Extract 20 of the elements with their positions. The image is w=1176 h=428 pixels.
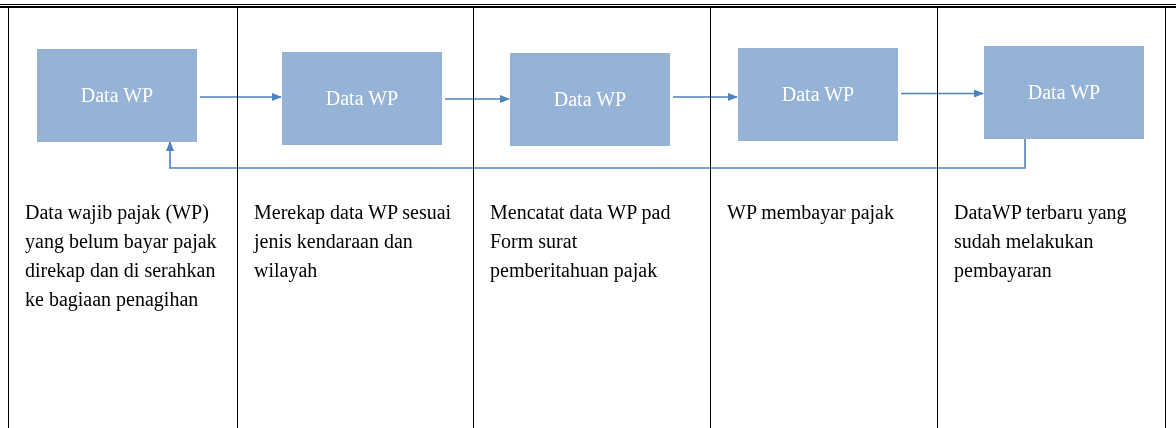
process-box bbox=[738, 48, 898, 141]
process-box bbox=[37, 49, 197, 142]
arrow bbox=[166, 138, 1026, 169]
arrow bbox=[199, 93, 282, 101]
description-text: Merekap data WP sesuai jenis kendaraan dan wilayah bbox=[254, 200, 453, 284]
box-label: Data WP bbox=[80, 84, 154, 107]
process-box bbox=[984, 46, 1144, 139]
box-label: Data WP bbox=[553, 88, 627, 111]
description-text: WP membayar pajak bbox=[727, 200, 895, 226]
description-text: Mencatat data WP pad Form surat pemberitahuan pajak bbox=[490, 200, 672, 284]
arrow bbox=[900, 89, 984, 98]
arrow bbox=[444, 95, 510, 103]
box-label: Data WP bbox=[325, 87, 399, 110]
process-box bbox=[510, 53, 670, 146]
box-label: Data WP bbox=[781, 83, 855, 106]
arrow bbox=[672, 93, 738, 101]
description-text: Data wajib pajak (WP) yang belum bayar pajak direkap dan di serahkan ke bagiaan penagihan bbox=[25, 200, 218, 313]
box-label: Data WP bbox=[1027, 81, 1101, 104]
process-box bbox=[282, 52, 442, 145]
description-text: DataWP terbaru yang sudah melakukan pembayaran bbox=[954, 200, 1128, 284]
